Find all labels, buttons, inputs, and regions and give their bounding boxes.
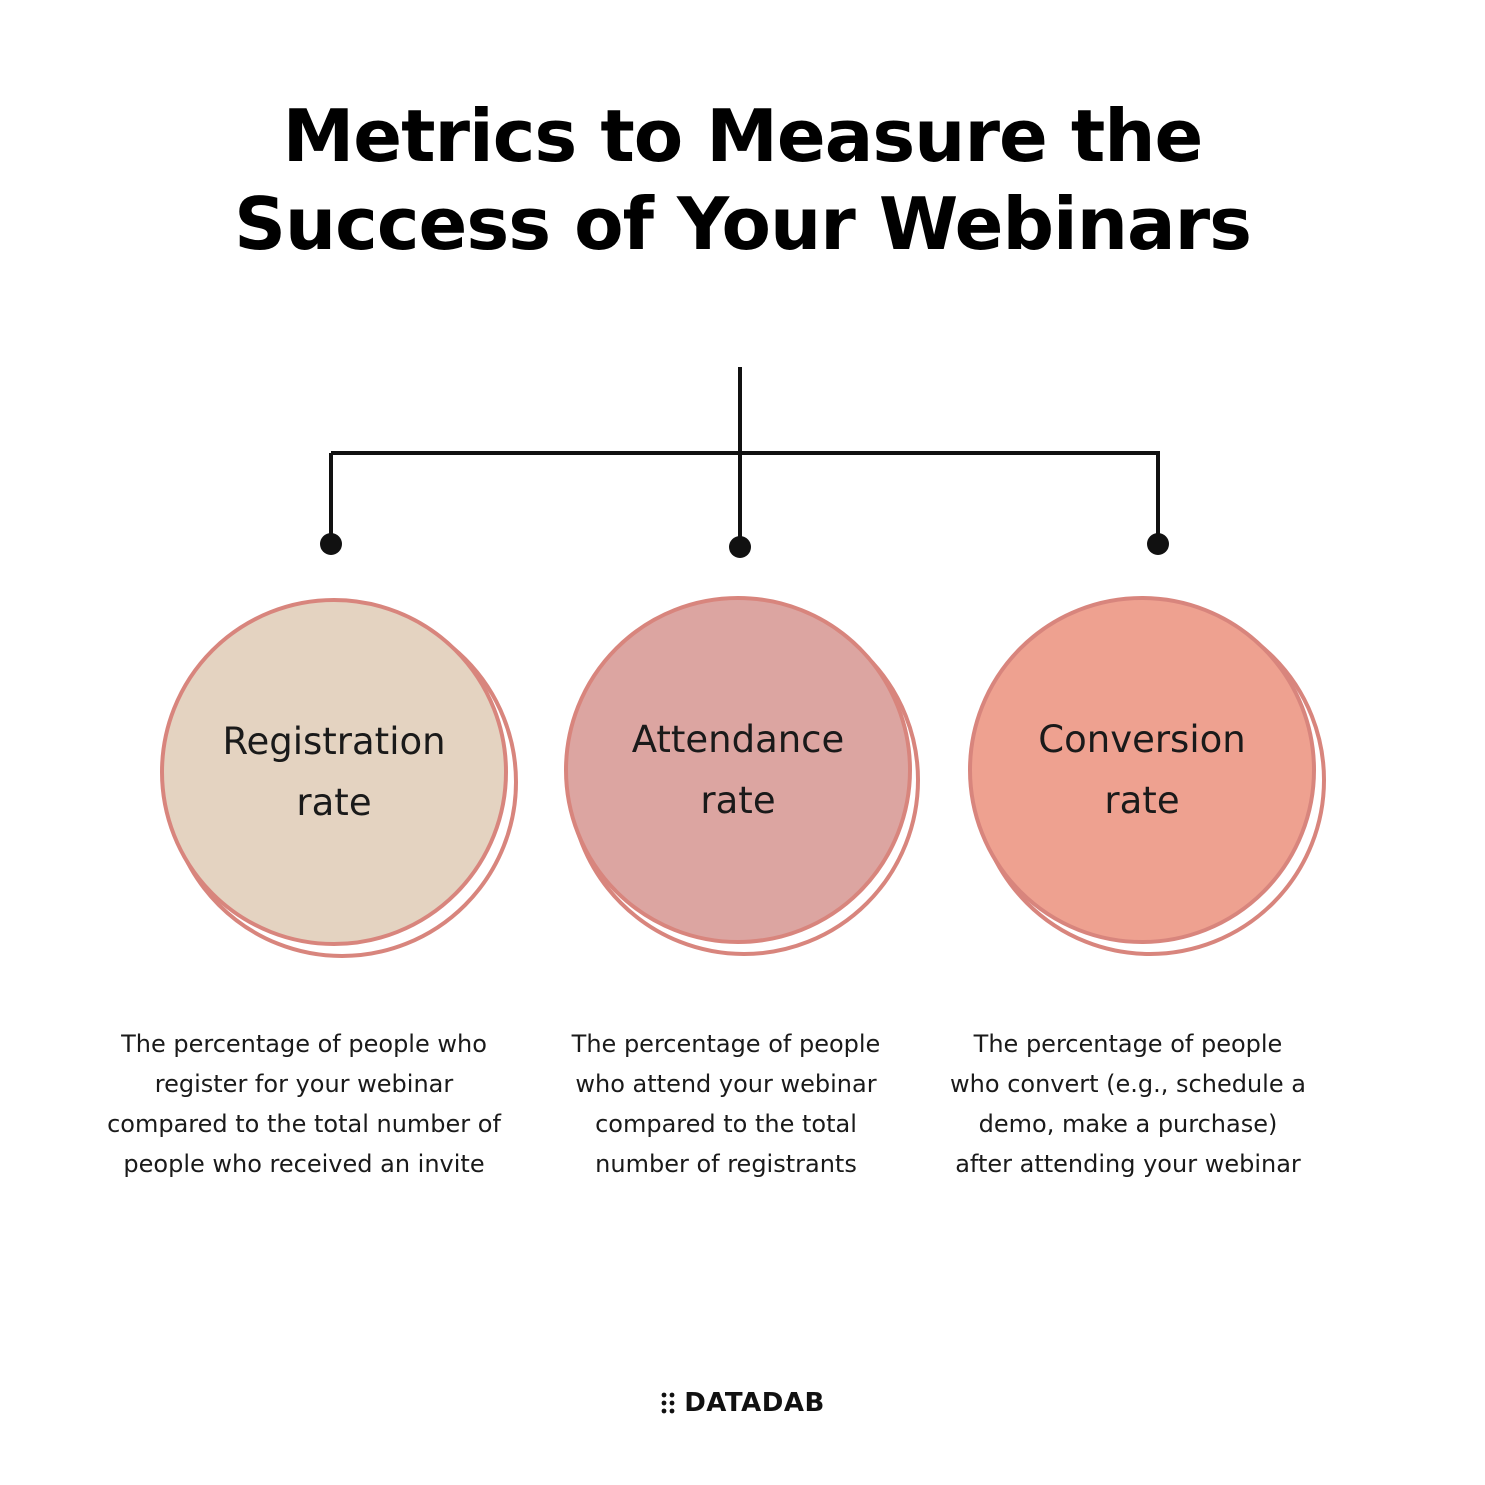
conversion-desc-line: The percentage of people <box>973 1030 1283 1058</box>
registration-label-line-2: rate <box>296 781 372 824</box>
registration-desc-line: people who received an invite <box>123 1150 485 1178</box>
connector-dot-right <box>1147 533 1169 555</box>
attendance-description: The percentage of people who attend your… <box>506 1024 946 1184</box>
attendance-desc-line: compared to the total <box>595 1110 857 1138</box>
registration-label-line-1: Registration <box>222 720 446 763</box>
attendance-desc-line: who attend your webinar <box>575 1070 877 1098</box>
title-line-2: Success of Your Webinars <box>234 182 1252 266</box>
conversion-description: The percentage of people who convert (e.… <box>908 1024 1348 1184</box>
conversion-rate-circle: Conversion rate <box>968 596 1316 944</box>
connector-dot-center <box>729 536 751 558</box>
registration-desc-line: The percentage of people who <box>121 1030 487 1058</box>
attendance-rate-circle: Attendance rate <box>564 596 912 944</box>
connector-dot-left <box>320 533 342 555</box>
page-title: Metrics to Measure the Success of Your W… <box>0 92 1485 268</box>
brand-name: DATADAB <box>684 1388 825 1418</box>
conversion-label-line-1: Conversion <box>1038 718 1246 761</box>
brand-logo: DATADAB <box>0 1388 1485 1418</box>
attendance-desc-line: The percentage of people <box>571 1030 881 1058</box>
attendance-label-line-1: Attendance <box>631 718 845 761</box>
registration-desc-line: compared to the total number of <box>107 1110 501 1138</box>
registration-description: The percentage of people who register fo… <box>84 1024 524 1184</box>
registration-desc-line: register for your webinar <box>154 1070 454 1098</box>
dot-grid-icon <box>661 1392 675 1414</box>
conversion-desc-line: who convert (e.g., schedule a <box>950 1070 1306 1098</box>
attendance-label-line-2: rate <box>700 779 776 822</box>
registration-rate-circle: Registration rate <box>160 598 508 946</box>
attendance-desc-line: number of registrants <box>595 1150 857 1178</box>
conversion-label-line-2: rate <box>1104 779 1180 822</box>
conversion-desc-line: after attending your webinar <box>955 1150 1301 1178</box>
conversion-desc-line: demo, make a purchase) <box>978 1110 1278 1138</box>
title-line-1: Metrics to Measure the <box>282 94 1204 178</box>
